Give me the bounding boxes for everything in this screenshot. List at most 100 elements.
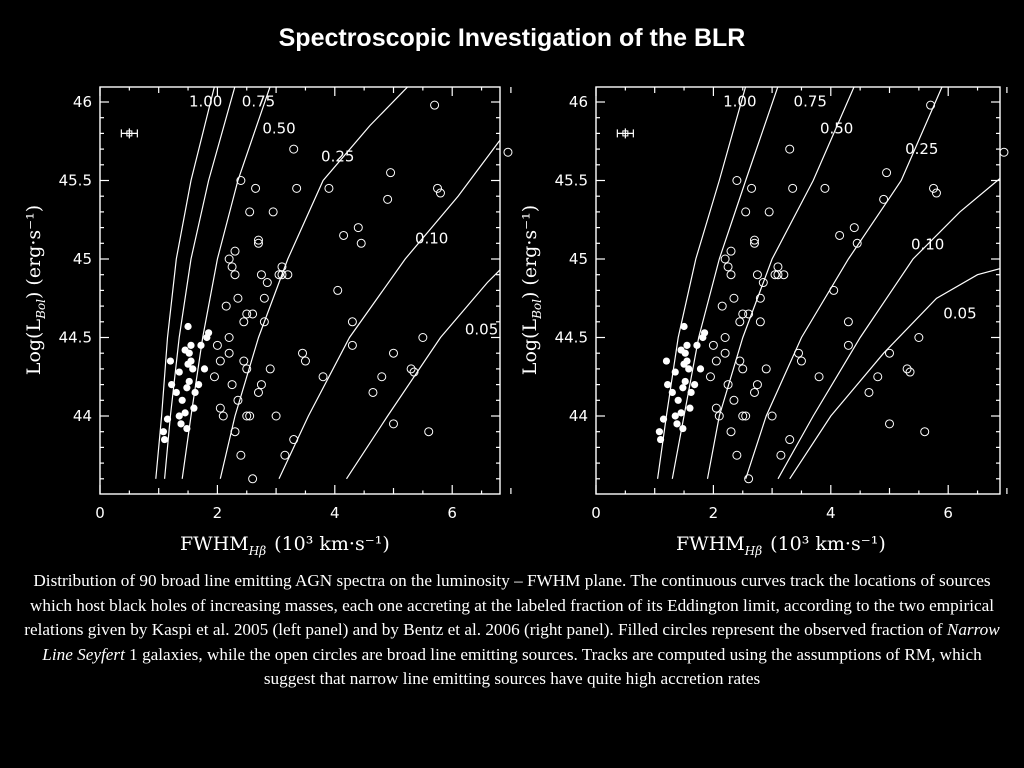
right-bls-point [732, 176, 742, 185]
left-bls-point [256, 380, 266, 390]
left-bls-point [406, 364, 416, 374]
right-bls-point [752, 270, 762, 280]
left-bls-point [242, 309, 252, 319]
right-bls-point [843, 317, 853, 327]
right-nls1-point [679, 384, 687, 392]
right-bls-point [726, 427, 736, 437]
right-yaxis-label: Log(LBol) (erg·s⁻¹) [519, 205, 544, 375]
right-ytick-label: 44 [569, 407, 588, 425]
left-xaxis-label: FWHMHβ(10³ km·s⁻¹) [180, 533, 390, 558]
left-bls-point [430, 100, 440, 110]
left-curve-0-10 [278, 139, 500, 480]
left-curve-label-0-25: 0.25 [321, 148, 354, 166]
right-nls1-point [679, 424, 687, 433]
right-errorbar-marker [622, 130, 629, 137]
right-bls-point [849, 223, 859, 233]
left-nls1-point [184, 322, 192, 331]
left-bls-point [215, 356, 225, 366]
left-bls-point [386, 168, 396, 178]
left-curve-label-0-75: 0.75 [242, 93, 275, 111]
right-bls-point [929, 183, 939, 193]
right-bls-point [738, 411, 748, 421]
right-bls-point [879, 194, 889, 204]
left-nls1-point [197, 341, 205, 349]
right-bls-point [744, 309, 754, 319]
right-curve-label-0-50: 0.50 [820, 119, 853, 137]
left-nls1-point [183, 384, 191, 392]
right-bls-point [785, 435, 795, 445]
right-xtick-label: 6 [943, 504, 953, 522]
left-bls-point [503, 147, 513, 157]
left-bls-point [233, 395, 243, 405]
right-bls-point [864, 387, 874, 397]
left-nls1-point [163, 415, 172, 423]
right-bls-point [882, 168, 892, 178]
right-bls-point [796, 356, 806, 366]
left-bls-point [230, 246, 240, 256]
right-nls1-point [687, 388, 695, 397]
right-bls-point [770, 270, 780, 280]
left-bls-point [435, 188, 445, 198]
left-nls1-point [168, 381, 176, 389]
left-curve-0-05 [345, 269, 500, 480]
left-bls-point [347, 340, 357, 350]
left-curve-1-00 [155, 87, 215, 479]
left-yaxis-label: Log(LBol) (erg·s⁻¹) [23, 205, 48, 375]
left-bls-point [215, 403, 225, 413]
right-curve-0-10 [777, 177, 1000, 480]
left-bls-point [209, 372, 219, 382]
right-bls-point [723, 262, 733, 272]
right-bls-point [726, 270, 736, 280]
left-bls-point [418, 333, 428, 342]
right-bls-point [735, 356, 745, 366]
left-bls-point [239, 356, 249, 366]
left-bls-point [253, 238, 263, 248]
right-bls-point [705, 372, 715, 382]
left-nls1-point [187, 341, 195, 349]
right-bls-point [726, 246, 736, 256]
left-curve-0-25 [219, 87, 409, 479]
right-bls-point [747, 183, 757, 193]
figure-caption: Distribution of 90 broad line emitting A… [20, 569, 1004, 692]
right-nls1-point [681, 377, 689, 386]
left-nls1-point [159, 428, 167, 436]
left-nls1-point [178, 396, 186, 404]
right-bls-point [999, 147, 1009, 157]
right-bls-point [873, 372, 883, 382]
right-bls-point [835, 230, 845, 240]
left-bls-point [262, 278, 272, 288]
right-bls-point [732, 450, 742, 460]
left-curve-label-1-00: 1.00 [189, 93, 222, 111]
right-curve-label-0-75: 0.75 [794, 93, 827, 111]
right-nls1-point [693, 341, 701, 349]
right-bls-point [931, 188, 941, 198]
left-bls-point [248, 474, 258, 484]
right-curve-0-05 [789, 268, 1000, 480]
left-nls1-point [185, 349, 193, 357]
right-bls-point [738, 364, 748, 374]
right-nls1-point [668, 388, 676, 397]
left-bls-point [224, 333, 234, 342]
left-nls1-point [187, 357, 195, 365]
left-bls-point [224, 254, 234, 264]
left-nls1-point [172, 388, 180, 397]
right-nls1-point [683, 341, 691, 349]
right-bls-point [749, 238, 759, 248]
right-bls-point [717, 301, 727, 311]
right-xtick-label: 0 [591, 504, 601, 522]
left-bls-point [292, 183, 302, 193]
left-bls-point [298, 348, 308, 358]
right-curve-label-0-10: 0.10 [911, 236, 944, 254]
right-bls-point [764, 207, 774, 217]
left-bls-point [259, 293, 269, 303]
right-nls1-point [696, 365, 705, 373]
left-curve-label-0-50: 0.50 [262, 119, 295, 137]
left-bls-point [248, 309, 258, 319]
right-bls-point [852, 238, 862, 248]
right-bls-point [767, 411, 777, 421]
left-bls-point [253, 235, 263, 245]
left-bls-point [227, 262, 237, 272]
right-nls1-point [681, 349, 689, 357]
right-bls-point [902, 364, 912, 374]
left-bls-point [259, 317, 269, 327]
